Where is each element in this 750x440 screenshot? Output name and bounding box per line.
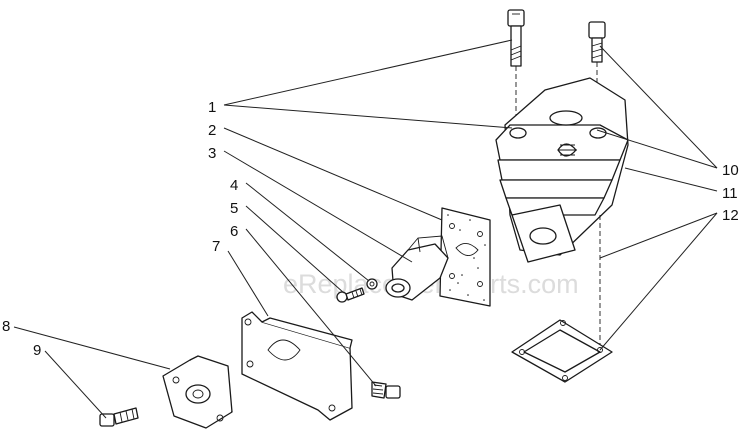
callout-8: 8: [2, 318, 10, 335]
callout-4: 4: [230, 177, 238, 194]
base-gasket[interactable]: [511, 319, 613, 383]
adapter-screw[interactable]: [99, 407, 139, 427]
leader-lines: [13, 39, 718, 419]
callout-12: 12: [722, 207, 739, 224]
cylinder[interactable]: [495, 77, 629, 355]
callout-7: 7: [212, 238, 220, 255]
callout-2: 2: [208, 122, 216, 139]
cylinder-bolt-long[interactable]: [507, 9, 525, 120]
carburetor-adapter[interactable]: [162, 355, 233, 429]
manifold-screw[interactable]: [336, 287, 365, 303]
callout-10: 10: [722, 162, 739, 179]
callout-5: 5: [230, 200, 238, 217]
mounting-bracket[interactable]: [241, 311, 353, 421]
bracket-screw[interactable]: [371, 381, 401, 399]
washer[interactable]: [366, 278, 378, 290]
callout-6: 6: [230, 223, 238, 240]
callout-9: 9: [33, 342, 41, 359]
callout-11: 11: [722, 185, 738, 202]
callout-1: 1: [208, 99, 216, 116]
callout-3: 3: [208, 145, 216, 162]
